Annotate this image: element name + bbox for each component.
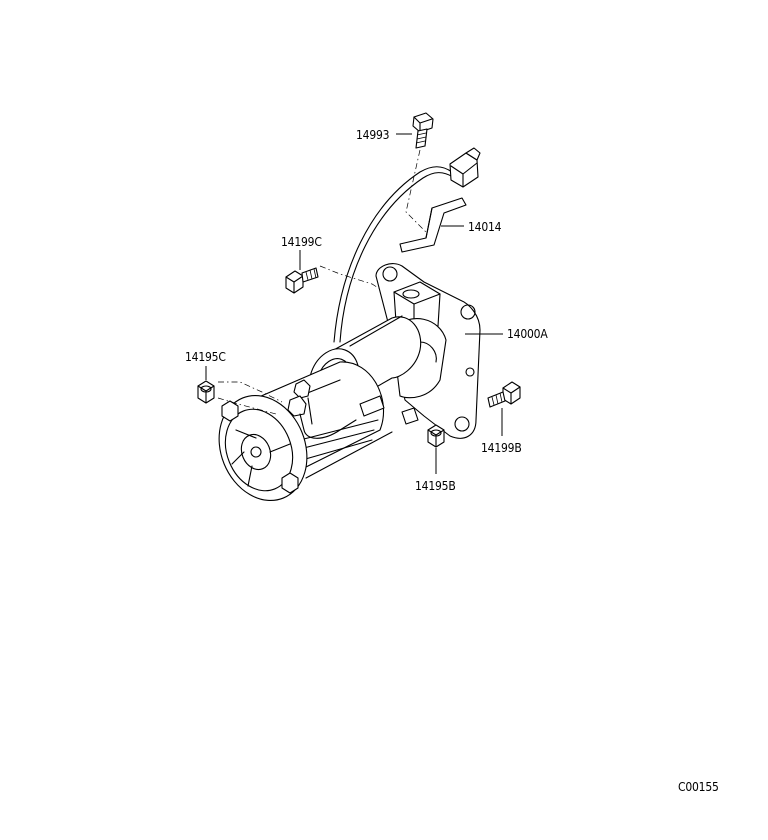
bolt-14199b (487, 381, 521, 408)
wire-harness (333, 147, 481, 343)
bracket-14014 (399, 197, 467, 253)
leader-14195c-dash (218, 381, 283, 403)
figure-code: C00155 (678, 780, 719, 794)
bolt-14199c (285, 267, 319, 294)
part-label-14000a: 14000A (507, 327, 548, 341)
part-label-14014: 14014 (468, 220, 502, 234)
part-label-14195b: 14195B (415, 479, 456, 493)
part-label-14993: 14993 (356, 128, 390, 142)
nut-14195c (197, 380, 215, 404)
starter-motor-14000a (218, 263, 481, 502)
bolt-14993 (412, 112, 434, 149)
part-label-14199b: 14199B (481, 441, 522, 455)
nut-14195b (427, 424, 445, 448)
part-label-14199c: 14199C (281, 235, 322, 249)
leader-14993-dash (405, 149, 433, 239)
part-label-14195c: 14195C (185, 350, 226, 364)
